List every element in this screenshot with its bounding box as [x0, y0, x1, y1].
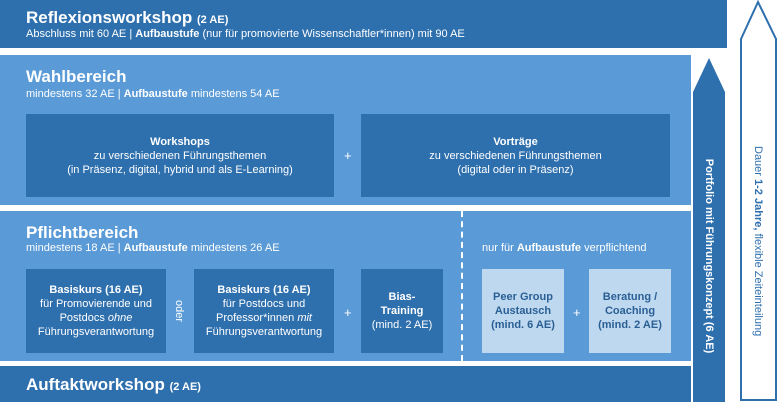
- wahlbereich-title: Wahlbereich: [26, 67, 127, 86]
- pflichtbereich-band: Pflichtbereich mindestens 18 AE | Aufbau…: [0, 211, 691, 361]
- basiskurs-mit-title: Basiskurs (16 AE): [217, 284, 311, 296]
- wahlbereich-subline: mindestens 32 AE | Aufbaustufe mindesten…: [26, 88, 280, 100]
- workshops-line1: zu verschiedenen Führungsthemen: [93, 149, 267, 162]
- vortraege-title: Vorträge: [493, 135, 538, 148]
- reflexion-title: Reflexionsworkshop: [26, 8, 193, 27]
- beratung-coaching-box: Beratung / Coaching (mind. 2 AE): [589, 269, 671, 353]
- basiskurs-ohne-title: Basiskurs (16 AE): [49, 284, 143, 296]
- aufbaustufe-note: nur für Aufbaustufe verpflichtend: [482, 242, 647, 254]
- dashed-divider: [461, 211, 463, 361]
- portfolio-label: Portfolio mit Führungskonzept (6 AE): [703, 158, 715, 354]
- vortraege-line2: (digital oder in Präsenz): [457, 163, 574, 176]
- workshops-title: Workshops: [150, 135, 210, 148]
- auftakt-ae: (2 AE): [169, 381, 201, 393]
- auftakt-band: Auftaktworkshop (2 AE): [0, 366, 691, 402]
- auftakt-title: Auftaktworkshop: [26, 375, 165, 394]
- vortraege-line1: zu verschiedenen Führungsthemen: [429, 149, 602, 162]
- bias-training-box: Bias- Training (mind. 2 AE): [361, 269, 443, 353]
- reflexion-ae: (2 AE): [197, 14, 229, 26]
- vortraege-box: Vorträge zu verschiedenen Führungsthemen…: [361, 114, 670, 197]
- reflexion-band: Reflexionsworkshop (2 AE) Abschluss mit …: [0, 0, 727, 48]
- plus-sign: +: [344, 148, 352, 163]
- pflichtbereich-title: Pflichtbereich: [26, 223, 139, 242]
- peer-group-box: Peer Group Austausch (mind. 6 AE): [482, 269, 564, 353]
- reflexion-subline: Abschluss mit 60 AE | Aufbaustufe (nur f…: [26, 28, 465, 40]
- basiskurs-ohne-box: Basiskurs (16 AE) für Promovierende und …: [26, 269, 166, 353]
- dauer-label: Dauer 1-2 Jahre, flexible Zeiteinteilung: [752, 146, 764, 337]
- basiskurs-mit-box: Basiskurs (16 AE) für Postdocs und Profe…: [194, 269, 334, 353]
- wahlbereich-band: Wahlbereich mindestens 32 AE | Aufbaustu…: [0, 55, 691, 205]
- pflichtbereich-subline: mindestens 18 AE | Aufbaustufe mindesten…: [26, 242, 280, 254]
- workshops-line2: (in Präsenz, digital, hybrid und als E-L…: [67, 163, 293, 176]
- plus-sign: +: [573, 305, 581, 320]
- plus-sign: +: [344, 305, 352, 320]
- workshops-box: Workshops zu verschiedenen Führungstheme…: [26, 114, 334, 197]
